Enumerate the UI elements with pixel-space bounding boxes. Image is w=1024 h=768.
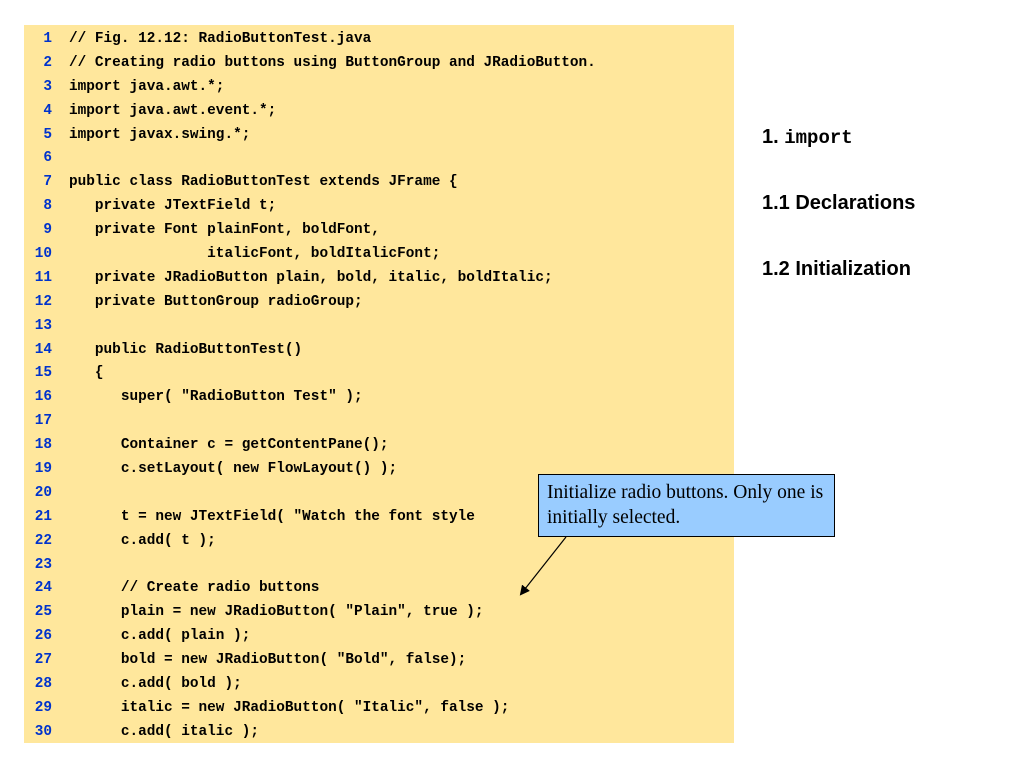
line-number: 5 [43, 126, 52, 143]
line-code: c.add( t ); [69, 532, 216, 549]
line-code: public RadioButtonTest() [69, 341, 303, 358]
code-line: 15 { [24, 362, 734, 386]
code-line: 19 c.setLayout( new FlowLayout() ); [24, 458, 734, 482]
code-line: 13 [24, 315, 734, 339]
line-number: 25 [34, 604, 52, 621]
line-code: // Fig. 12.12: RadioButtonTest.java [69, 31, 372, 47]
line-code: { [69, 365, 104, 382]
line-code: super( "RadioButton Test" ); [69, 389, 363, 406]
line-number: 12 [34, 293, 52, 310]
line-number: 30 [34, 723, 52, 740]
line-number: 18 [34, 437, 52, 454]
line-code: private JRadioButton plain, bold, italic… [69, 269, 553, 286]
code-line: 16 super( "RadioButton Test" ); [24, 386, 734, 410]
code-line: 21 t = new JTextField( "Watch the font s… [24, 506, 734, 530]
code-line: 10 italicFont, boldItalicFont; [24, 243, 734, 267]
code-line: 5 import javax.swing.*; [24, 124, 734, 148]
line-number: 3 [43, 78, 52, 95]
line-number: 26 [34, 628, 52, 645]
line-code: c.add( italic ); [69, 723, 259, 740]
line-code: italic = new JRadioButton( "Italic", fal… [69, 699, 510, 716]
code-line: 25 plain = new JRadioButton( "Plain", tr… [24, 601, 734, 625]
line-code: private JTextField t; [69, 198, 277, 215]
line-code: t = new JTextField( "Watch the font styl… [69, 508, 475, 525]
line-code: c.add( bold ); [69, 676, 242, 693]
line-code: import javax.swing.*; [69, 126, 251, 143]
line-number: 14 [34, 341, 52, 358]
code-line: 30 c.add( italic ); [24, 721, 734, 745]
code-line: 27 bold = new JRadioButton( "Bold", fals… [24, 649, 734, 673]
line-number: 28 [34, 676, 52, 693]
line-code: c.add( plain ); [69, 628, 251, 645]
code-line: 1 // Fig. 12.12: RadioButtonTest.java [24, 28, 734, 52]
code-line: 24 // Create radio buttons [24, 577, 734, 601]
line-code: private Font plainFont, boldFont, [69, 222, 380, 239]
code-line: 29 italic = new JRadioButton( "Italic", … [24, 697, 734, 721]
line-code: c.setLayout( new FlowLayout() ); [69, 461, 398, 478]
line-code: import java.awt.event.*; [69, 102, 277, 119]
outline-item-declarations: 1.1 Declarations [762, 192, 916, 214]
code-line: 4 import java.awt.event.*; [24, 100, 734, 124]
code-lines: 1 // Fig. 12.12: RadioButtonTest.java 2 // … [24, 28, 734, 745]
code-line: 22 c.add( t ); [24, 530, 734, 554]
line-code: import java.awt.*; [69, 78, 225, 95]
code-line: 17 [24, 410, 734, 434]
code-listing-panel: 1 // Fig. 12.12: RadioButtonTest.java 2 // … [24, 25, 734, 743]
outline-item-import-prefix: 1. [762, 126, 785, 148]
line-number: 9 [43, 222, 52, 239]
code-line: 6 [24, 147, 734, 171]
line-number: 23 [34, 556, 52, 573]
code-line: 8 private JTextField t; [24, 195, 734, 219]
line-number: 6 [43, 150, 52, 167]
line-number: 24 [34, 580, 52, 597]
line-number: 29 [34, 699, 52, 716]
code-line: 12 private ButtonGroup radioGroup; [24, 291, 734, 315]
line-code: public class RadioButtonTest extends JFr… [69, 174, 458, 191]
line-number: 2 [43, 54, 52, 71]
line-number: 17 [34, 413, 52, 430]
callout-box: Initialize radio buttons. Only one is in… [538, 474, 835, 537]
line-code: // Create radio buttons [69, 580, 320, 597]
callout-text: Initialize radio buttons. Only one is in… [547, 482, 824, 528]
code-line: 2 // Creating radio buttons using ButtonG… [24, 52, 734, 76]
line-number: 10 [34, 246, 52, 263]
code-line: 9 private Font plainFont, boldFont, [24, 219, 734, 243]
line-code: private ButtonGroup radioGroup; [69, 293, 363, 310]
line-code: Container c = getContentPane(); [69, 437, 389, 454]
outline-item-initialization: 1.2 Initialization [762, 258, 911, 280]
code-line: 23 [24, 554, 734, 578]
line-number: 15 [34, 365, 52, 382]
code-line: 11 private JRadioButton plain, bold, ita… [24, 267, 734, 291]
line-code: // Creating radio buttons using ButtonGr… [69, 54, 596, 71]
line-number: 20 [34, 484, 52, 501]
slide-outline: 1. import 1.1 Declarations 1.2 Initializ… [762, 118, 1012, 316]
outline-item-import: 1. import [762, 118, 1012, 184]
outline-item-import-code: import [784, 127, 853, 149]
code-line: 26 c.add( plain ); [24, 625, 734, 649]
code-line: 20 [24, 482, 734, 506]
line-number: 11 [34, 269, 52, 286]
line-number: 21 [34, 508, 52, 525]
line-code: italicFont, boldItalicFont; [69, 246, 441, 263]
code-line: 7 public class RadioButtonTest extends JF… [24, 171, 734, 195]
line-number: 7 [43, 174, 52, 191]
line-number: 8 [43, 198, 52, 215]
code-line: 18 Container c = getContentPane(); [24, 434, 734, 458]
line-code: plain = new JRadioButton( "Plain", true … [69, 604, 484, 621]
line-number: 16 [34, 389, 52, 406]
code-line: 28 c.add( bold ); [24, 673, 734, 697]
code-line: 14 public RadioButtonTest() [24, 339, 734, 363]
line-number: 13 [34, 317, 52, 334]
line-number: 4 [43, 102, 52, 119]
code-line: 3 import java.awt.*; [24, 76, 734, 100]
line-code: bold = new JRadioButton( "Bold", false); [69, 652, 467, 669]
line-number: 19 [34, 461, 52, 478]
line-number: 22 [34, 532, 52, 549]
line-number: 1 [43, 31, 52, 47]
line-number: 27 [34, 652, 52, 669]
